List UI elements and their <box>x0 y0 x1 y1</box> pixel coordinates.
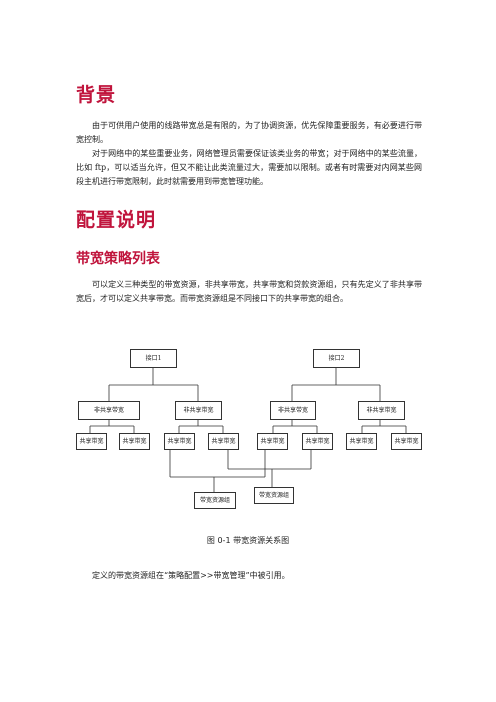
heading-config: 配置说明 <box>76 209 157 231</box>
bandwidth-group-box-1: 带宽资源组 <box>194 492 236 509</box>
shared-bandwidth-box-4: 共享带宽 <box>208 433 239 450</box>
nonshared-bandwidth-box-4: 非共享带宽 <box>358 401 405 420</box>
bandwidth-group-box-2: 带宽资源组 <box>254 487 294 504</box>
footer-paragraph: 定义的带宽资源组在“策略配置>>带宽管理”中被引用。 <box>92 571 290 580</box>
nonshared-bandwidth-box-3: 非共享带宽 <box>270 401 316 420</box>
figure-label: 图 0-1 <box>206 536 231 545</box>
interface-2-box: 接口2 <box>313 349 360 368</box>
shared-bandwidth-box-5: 共享带宽 <box>257 433 288 450</box>
background-paragraph-1: 由于可供用户使用的线路带宽总是有限的，为了协调资源，优先保障重要服务，有必要进行… <box>76 121 422 144</box>
nonshared-bandwidth-box-2: 非共享带宽 <box>175 401 222 420</box>
interface-1-box: 接口1 <box>130 349 177 368</box>
heading-background: 背景 <box>76 84 117 106</box>
shared-bandwidth-box-8: 共享带宽 <box>391 433 422 450</box>
shared-bandwidth-box-6: 共享带宽 <box>302 433 333 450</box>
shared-bandwidth-box-1: 共享带宽 <box>76 433 107 450</box>
shared-bandwidth-box-2: 共享带宽 <box>119 433 150 450</box>
nonshared-bandwidth-box-1: 非共享带宽 <box>78 401 140 420</box>
shared-bandwidth-box-3: 共享带宽 <box>164 433 195 450</box>
figure-caption-text: 带宽资源关系图 <box>233 536 290 545</box>
background-paragraph-2: 对于网络中的某些重要业务，网络管理员需要保证该类业务的带宽；对于网络中的某些流量… <box>76 149 422 186</box>
subheading-bandwidth-policy-list: 带宽策略列表 <box>76 251 160 267</box>
config-paragraph-1: 可以定义三种类型的带宽资源，非共享带宽，共享带宽和贷款资源组，只有先定义了非共享… <box>76 280 422 303</box>
shared-bandwidth-box-7: 共享带宽 <box>346 433 377 450</box>
figure-caption: 图 0-1 带宽资源关系图 <box>0 535 496 546</box>
